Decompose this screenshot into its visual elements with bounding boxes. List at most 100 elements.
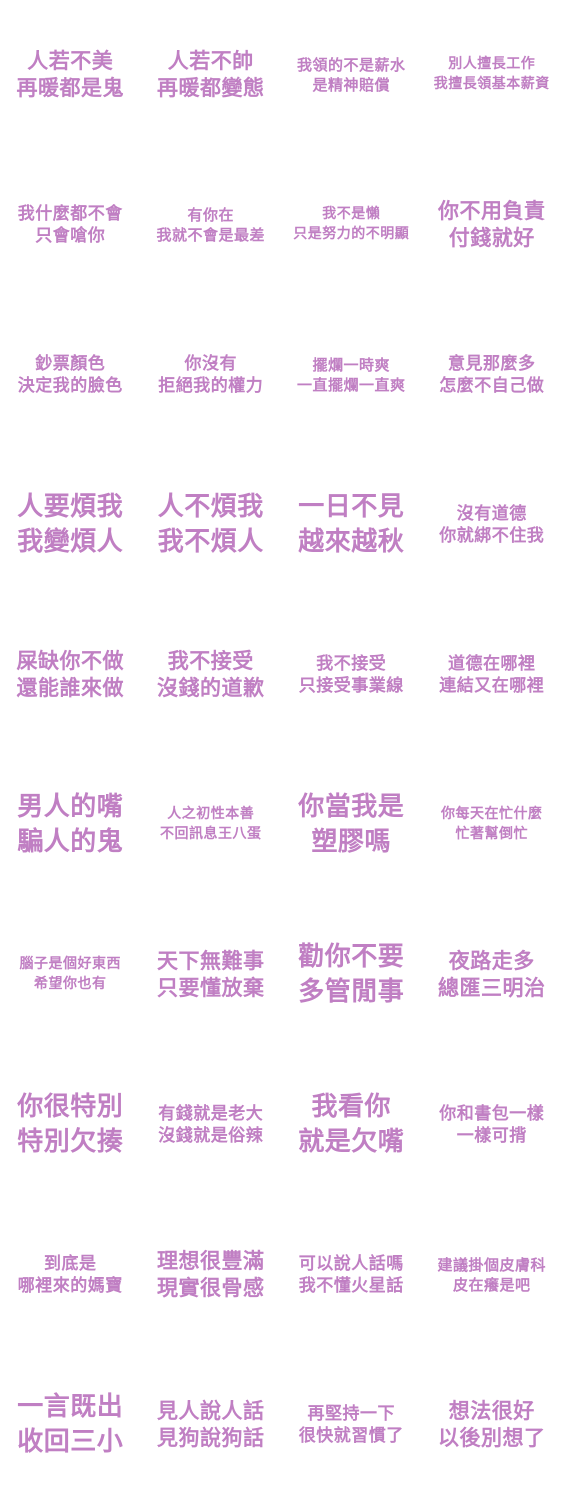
- sticker-line-1: 人若不帥: [167, 48, 254, 73]
- sticker-28[interactable]: 夜路走多總匯三明治: [422, 900, 562, 1050]
- sticker-40[interactable]: 想法很好以後別想了: [422, 1350, 562, 1500]
- sticker-7[interactable]: 我不是懶只是努力的不明顯: [281, 150, 422, 300]
- sticker-29[interactable]: 你很特別特別欠揍: [0, 1050, 141, 1200]
- sticker-line-1: 你很特別: [17, 1091, 124, 1122]
- sticker-8[interactable]: 你不用負責付錢就好: [422, 150, 562, 300]
- sticker-line-2: 收回三小: [17, 1427, 124, 1457]
- sticker-line-2: 你就綁不住我: [439, 526, 545, 546]
- sticker-line-2: 付錢就好: [448, 226, 535, 250]
- sticker-20[interactable]: 道德在哪裡連結又在哪裡: [422, 600, 562, 750]
- sticker-30[interactable]: 有錢就是老大沒錢就是俗辣: [141, 1050, 282, 1200]
- sticker-31[interactable]: 我看你就是欠嘴: [281, 1050, 422, 1200]
- sticker-line-2: 是精神賠償: [312, 76, 390, 94]
- sticker-line-1: 鈔票顏色: [35, 353, 106, 374]
- sticker-1[interactable]: 人若不美再暖都是鬼: [0, 0, 141, 150]
- sticker-line-2: 拒絕我的權力: [158, 376, 264, 396]
- sticker-line-2: 我就不會是最差: [156, 226, 265, 244]
- sticker-4[interactable]: 別人擅長工作我擅長領基本薪資: [422, 0, 562, 150]
- sticker-line-1: 一日不見: [298, 491, 405, 522]
- sticker-line-1: 天下無難事: [157, 948, 265, 973]
- sticker-line-2: 多管閒事: [298, 977, 405, 1007]
- sticker-line-2: 很快就習慣了: [298, 1426, 404, 1446]
- sticker-line-1: 理想很豐滿: [157, 1248, 265, 1273]
- sticker-line-2: 現實很骨感: [157, 1276, 265, 1300]
- sticker-line-1: 我看你: [311, 1091, 391, 1122]
- sticker-line-2: 我不懂火星話: [298, 1276, 404, 1296]
- sticker-line-2: 皮在癢是吧: [452, 1276, 531, 1294]
- sticker-27[interactable]: 勸你不要多管閒事: [281, 900, 422, 1050]
- sticker-19[interactable]: 我不接受只接受事業線: [281, 600, 422, 750]
- sticker-line-2: 以後別想了: [438, 1426, 546, 1450]
- sticker-line-1: 人不煩我: [157, 491, 264, 522]
- sticker-line-2: 我變煩人: [17, 527, 124, 557]
- sticker-line-1: 人若不美: [27, 48, 114, 73]
- sticker-10[interactable]: 你沒有拒絕我的權力: [141, 300, 282, 450]
- sticker-37[interactable]: 一言既出收回三小: [0, 1350, 141, 1500]
- sticker-line-1: 我領的不是薪水: [296, 55, 406, 74]
- sticker-line-2: 騙人的鬼: [17, 827, 124, 857]
- sticker-25[interactable]: 腦子是個好東西希望你也有: [0, 900, 141, 1050]
- sticker-9[interactable]: 鈔票顏色決定我的臉色: [0, 300, 141, 450]
- sticker-26[interactable]: 天下無難事只要懂放棄: [141, 900, 282, 1050]
- sticker-11[interactable]: 擺爛一時爽一直擺爛一直爽: [281, 300, 422, 450]
- sticker-line-1: 道德在哪裡: [448, 653, 536, 674]
- sticker-line-1: 擺爛一時爽: [312, 355, 390, 374]
- sticker-5[interactable]: 我什麼都不會只會嗆你: [0, 150, 141, 300]
- sticker-line-1: 你每天在忙什麼: [441, 806, 543, 823]
- sticker-line-2: 只要懂放棄: [157, 976, 265, 1000]
- sticker-22[interactable]: 人之初性本善不回訊息王八蛋: [141, 750, 282, 900]
- sticker-16[interactable]: 沒有道德你就綁不住我: [422, 450, 562, 600]
- sticker-line-2: 再暖都變態: [157, 76, 265, 100]
- sticker-line-1: 別人擅長工作: [448, 56, 536, 73]
- sticker-line-1: 一言既出: [17, 1391, 124, 1422]
- sticker-line-2: 只會嗆你: [35, 226, 106, 246]
- sticker-39[interactable]: 再堅持一下很快就習慣了: [281, 1350, 422, 1500]
- sticker-line-2: 我不煩人: [157, 527, 264, 557]
- sticker-line-2: 決定我的臉色: [17, 376, 123, 396]
- sticker-line-1: 你和書包一樣: [439, 1103, 545, 1124]
- sticker-line-2: 不回訊息王八蛋: [160, 826, 262, 842]
- sticker-line-2: 還能誰來做: [16, 676, 124, 700]
- sticker-35[interactable]: 可以說人話嗎我不懂火星話: [281, 1200, 422, 1350]
- sticker-14[interactable]: 人不煩我我不煩人: [141, 450, 282, 600]
- sticker-6[interactable]: 有你在我就不會是最差: [141, 150, 282, 300]
- sticker-36[interactable]: 建議掛個皮膚科皮在癢是吧: [422, 1200, 562, 1350]
- sticker-line-2: 哪裡來的媽寶: [17, 1276, 123, 1296]
- sticker-line-1: 屎缺你不做: [16, 648, 124, 673]
- sticker-line-1: 建議掛個皮膚科: [437, 1255, 546, 1274]
- sticker-12[interactable]: 意見那麼多怎麼不自己做: [422, 300, 562, 450]
- sticker-34[interactable]: 理想很豐滿現實很骨感: [141, 1200, 282, 1350]
- sticker-line-1: 男人的嘴: [17, 791, 124, 822]
- sticker-line-2: 忙著幫倒忙: [455, 826, 528, 842]
- sticker-3[interactable]: 我領的不是薪水是精神賠償: [281, 0, 422, 150]
- sticker-line-1: 可以說人話嗎: [298, 1253, 404, 1274]
- sticker-line-2: 我擅長領基本薪資: [433, 76, 550, 92]
- sticker-line-1: 你沒有: [184, 353, 237, 374]
- sticker-line-2: 沒錢就是俗辣: [158, 1126, 264, 1146]
- sticker-line-1: 我不是懶: [322, 206, 381, 223]
- sticker-17[interactable]: 屎缺你不做還能誰來做: [0, 600, 141, 750]
- sticker-21[interactable]: 男人的嘴騙人的鬼: [0, 750, 141, 900]
- sticker-line-2: 怎麼不自己做: [439, 376, 545, 396]
- sticker-line-2: 塑膠嗎: [311, 827, 391, 857]
- sticker-24[interactable]: 你每天在忙什麼忙著幫倒忙: [422, 750, 562, 900]
- sticker-15[interactable]: 一日不見越來越秋: [281, 450, 422, 600]
- sticker-2[interactable]: 人若不帥再暖都變態: [141, 0, 282, 150]
- sticker-line-2: 特別欠揍: [17, 1127, 124, 1157]
- sticker-line-1: 有錢就是老大: [158, 1103, 264, 1124]
- sticker-line-1: 想法很好: [448, 1398, 535, 1423]
- sticker-line-1: 見人說人話: [157, 1398, 265, 1423]
- sticker-line-2: 沒錢的道歉: [157, 676, 265, 700]
- sticker-line-1: 你當我是: [298, 791, 405, 822]
- sticker-23[interactable]: 你當我是塑膠嗎: [281, 750, 422, 900]
- sticker-line-1: 再堅持一下: [307, 1403, 395, 1424]
- sticker-33[interactable]: 到底是哪裡來的媽寶: [0, 1200, 141, 1350]
- sticker-line-1: 腦子是個好東西: [19, 956, 121, 973]
- sticker-line-1: 意見那麼多: [448, 353, 536, 374]
- sticker-13[interactable]: 人要煩我我變煩人: [0, 450, 141, 600]
- sticker-line-2: 只是努力的不明顯: [293, 226, 410, 242]
- sticker-38[interactable]: 見人說人話見狗說狗話: [141, 1350, 282, 1500]
- sticker-18[interactable]: 我不接受沒錢的道歉: [141, 600, 282, 750]
- sticker-32[interactable]: 你和書包一樣一樣可揹: [422, 1050, 562, 1200]
